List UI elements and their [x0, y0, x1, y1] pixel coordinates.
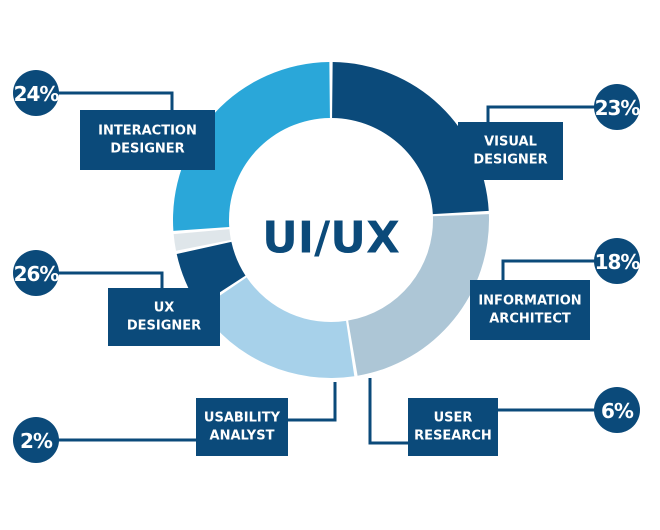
label-box-bg [196, 398, 288, 456]
label-line: INFORMATION [478, 294, 581, 309]
percent-badge-information-architect: 18% [594, 238, 641, 284]
percent-badge-usability-analyst: 2% [13, 417, 59, 463]
percent-value: 18% [595, 250, 641, 274]
donut-center: UI/UX [262, 213, 400, 264]
label-line: VISUAL [484, 135, 537, 150]
label-box-bg [408, 398, 498, 456]
leader-line-visual-designer [486, 105, 595, 122]
percent-value: 2% [20, 429, 53, 453]
percent-badge-interaction-designer: 24% [13, 70, 60, 116]
leader-line-interaction-designer [58, 91, 174, 110]
leader-line-information-architect [501, 259, 595, 280]
label-line: ARCHITECT [489, 312, 571, 327]
center-label: UI/UX [262, 213, 400, 264]
label-box-usability-analyst: USABILITY ANALYST [196, 398, 288, 456]
label-line: INTERACTION [98, 124, 197, 139]
donut-slice-visual-designer [348, 214, 489, 376]
label-line: DESIGNER [110, 142, 184, 157]
percent-badge-circle [13, 70, 59, 116]
percent-value: 26% [14, 262, 60, 286]
label-line: UX [154, 301, 175, 316]
label-line: USABILITY [204, 411, 281, 426]
donut-slice-usability-analyst [173, 229, 231, 251]
leader-lines [58, 91, 595, 445]
percent-badge-ux-designer: 26% [13, 250, 60, 296]
label-box-bg [470, 280, 590, 340]
label-box-bg [458, 122, 563, 180]
percent-badge-circle [13, 417, 59, 463]
label-box-visual-designer: VISUAL DESIGNER [458, 122, 563, 180]
donut-slices [173, 62, 489, 378]
label-box-interaction-designer: INTERACTION DESIGNER [80, 110, 215, 170]
percent-badge-circle [594, 84, 640, 130]
label-line: RESEARCH [414, 429, 492, 444]
percent-badge-user-research: 6% [594, 387, 640, 433]
percent-value: 23% [595, 96, 641, 120]
slice-labels: INTERACTION DESIGNER VISUAL DESIGNER INFORMA… [80, 110, 590, 456]
label-box-information-architect: INFORMATION ARCHITECT [470, 280, 590, 340]
percent-badge-circle [13, 250, 59, 296]
percent-value: 24% [14, 82, 60, 106]
percent-badge-circle [594, 387, 640, 433]
connector-line-usability-analyst [288, 382, 337, 422]
label-box-ux-designer: UX DESIGNER [108, 288, 220, 346]
label-line: DESIGNER [473, 153, 547, 168]
label-box-bg [80, 110, 215, 170]
percent-badge-circle [594, 238, 640, 284]
donut-slice-interaction-designer [332, 62, 489, 215]
label-line: ANALYST [210, 429, 275, 444]
percent-value: 6% [601, 399, 634, 423]
label-box-bg [108, 288, 220, 346]
label-line: USER [434, 411, 473, 426]
leader-line-ux-designer [58, 271, 164, 288]
label-line: DESIGNER [127, 319, 201, 334]
percentage-badges: 24% 23% 18% 6% 2% 26% [13, 70, 641, 463]
percent-badge-visual-designer: 23% [594, 84, 641, 130]
label-box-user-research: USER RESEARCH [408, 398, 498, 456]
donut-slice-ux-designer [173, 62, 330, 231]
connector-line-user-research [368, 378, 408, 445]
donut-slice-information-architect [200, 277, 355, 378]
